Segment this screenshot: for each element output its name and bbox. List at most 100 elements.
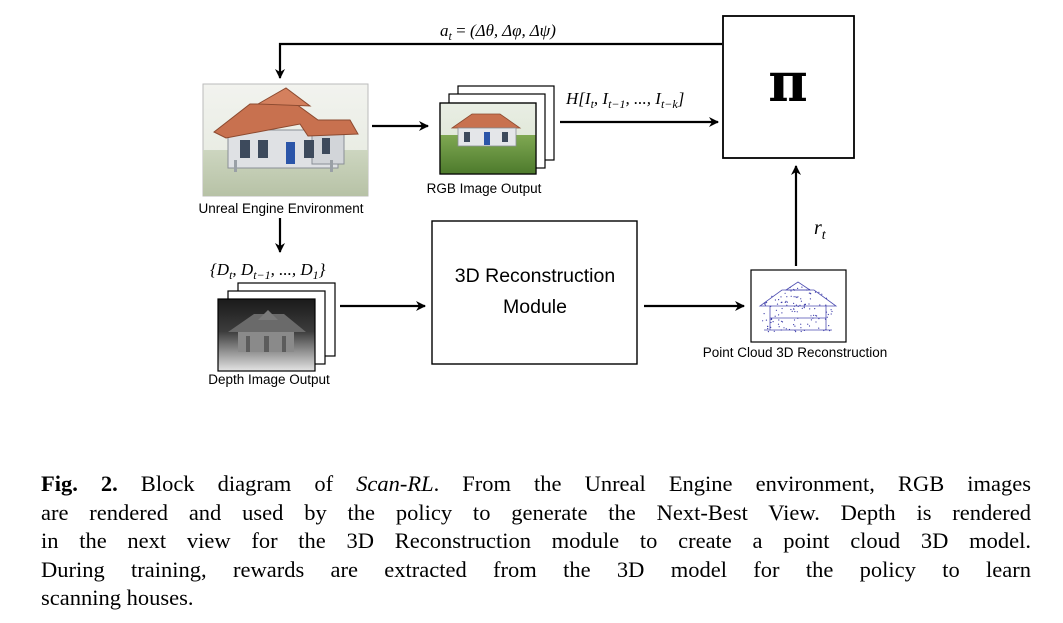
action-label: at = (Δθ, Δφ, Δψ) [440,21,556,43]
point-cloud-dot [796,311,798,313]
point-cloud-image [750,269,847,343]
point-cloud-dot [770,305,772,307]
caption-line-5: scanning houses. [41,585,194,610]
point-cloud-dot [795,304,798,306]
point-cloud-dot [799,304,801,306]
caption-prefix: Fig. 2. [41,471,118,496]
point-cloud-dot [796,296,798,299]
point-cloud-dot [808,292,811,294]
point-cloud-dot [790,295,792,297]
recon-module-label: 3D Reconstruction [455,265,615,287]
point-cloud-dot [790,290,792,292]
action-feedback-arrow [275,42,722,79]
point-cloud-dot [821,293,823,295]
reward-label: rt [814,217,827,243]
point-cloud-dot [827,313,829,316]
point-cloud-dot [791,310,793,312]
point-cloud-dot [783,327,785,329]
point-cloud-dot [767,331,770,333]
point-cloud-dot [808,325,811,327]
point-cloud-dot [809,298,812,300]
point-cloud-dot [831,310,833,313]
point-cloud-dot [794,325,796,327]
point-cloud-dot [824,318,827,320]
point-cloud-dot [814,291,817,293]
point-cloud-dot [776,303,779,305]
point-cloud-dot [814,308,816,310]
point-cloud-dot [771,295,773,297]
recon-module-label-line2: Module [503,296,567,318]
point-cloud-dot [830,309,832,311]
depth-set-label: {Dt, Dt−1, ..., D1} [210,260,326,282]
point-cloud-dot [781,301,783,303]
point-cloud-dot [793,302,795,304]
point-cloud-dot [781,307,783,310]
point-cloud-dot [781,312,783,314]
rgb-image-stack [439,85,555,175]
caption-line-4: During training, rewards are extracted f… [41,556,1031,582]
unreal-env-label: Unreal Engine Environment [198,201,363,216]
point-cloud-dot [766,301,768,303]
point-cloud-dot [813,314,815,316]
point-cloud-dot [793,296,795,298]
point-cloud-dot [781,321,784,323]
unreal-env-image [202,83,369,197]
point-cloud-dot [767,325,769,328]
point-cloud-dot [793,288,795,291]
point-cloud-dot [770,318,773,320]
point-cloud-dot [818,318,820,320]
point-cloud-dot [778,319,780,321]
point-cloud-dot [810,293,812,295]
caption-line-3: in the next view for the 3D Reconstructi… [41,528,1031,553]
point-cloud-dot [767,328,769,330]
point-cloud-dot [825,311,828,313]
point-cloud-dot [784,301,786,303]
point-cloud-dot [763,303,766,305]
point-cloud-dot [800,330,802,333]
point-cloud-dot [784,292,786,294]
point-cloud-dot [777,323,780,325]
point-cloud-dot [774,299,777,301]
point-cloud-dot [793,324,795,326]
point-cloud-dot [818,327,820,329]
point-cloud-dot [795,331,797,333]
point-cloud-dot [780,329,782,331]
point-cloud-dot [794,310,796,313]
point-cloud-dot [809,308,811,310]
point-cloud-dot [780,296,782,298]
point-cloud-dot [786,296,788,298]
policy-symbol: π [768,50,808,114]
point-cloud-dot [775,309,778,311]
point-cloud-dot [762,320,764,322]
point-cloud-dot [807,323,809,325]
figure-caption: Fig. 2. Block diagram of Scan-RL. From t… [41,470,1031,613]
point-cloud-dot [825,329,827,331]
point-cloud-dot [806,289,808,291]
point-cloud-dot [829,330,831,332]
point-cloud-dot [788,328,791,331]
policy-box [722,15,855,159]
point-cloud-dot [786,304,788,306]
point-cloud-dot [800,327,802,329]
point-cloud-dot [804,303,806,305]
history-label: H[It, It−1, ..., It−k] [565,89,684,111]
point-cloud-dot [795,296,797,298]
point-cloud-dot [773,330,775,332]
point-cloud-dot [765,319,768,321]
point-cloud-dot [774,315,776,317]
point-cloud-dot [778,314,780,316]
point-cloud-dot [825,304,827,306]
point-cloud-dot [785,300,787,302]
point-cloud-dot [793,319,796,321]
point-cloud-dot [818,291,820,293]
point-cloud-dot [828,325,830,327]
point-cloud-dot [812,317,814,319]
point-cloud-dot [778,326,780,328]
point-cloud-dot [793,308,795,310]
point-cloud-dot [800,300,803,302]
recon-module-box [431,220,638,365]
point-cloud-dot [803,305,805,307]
depth-image-stack [217,282,336,372]
point-cloud-dot [815,314,817,317]
point-cloud-dot [797,317,799,319]
